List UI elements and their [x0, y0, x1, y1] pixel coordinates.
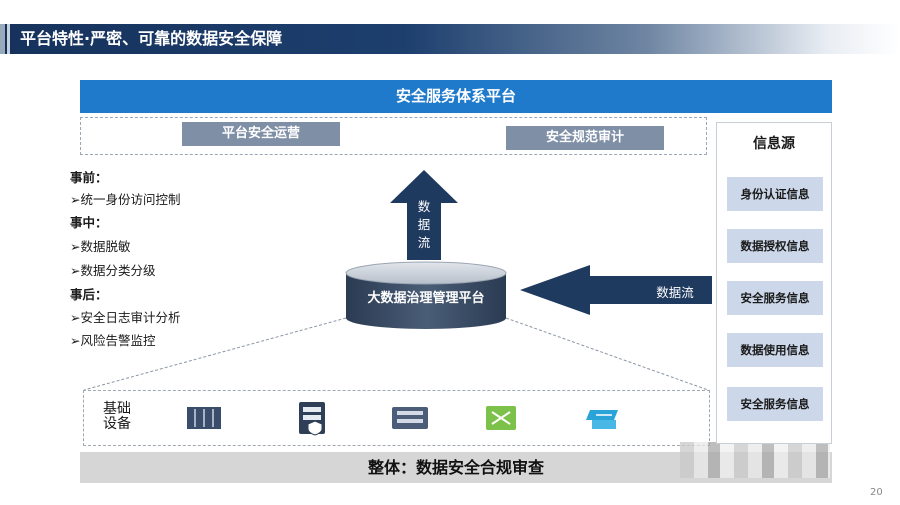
arrow-left-icon [520, 265, 712, 315]
title-accent-stripe [7, 24, 10, 54]
info-source-item: 安全服务信息 [727, 281, 823, 315]
blurred-watermark [680, 442, 830, 478]
cylinder-top [345, 261, 507, 285]
data-flow-right-label: 数据流 [656, 285, 694, 300]
list-item: ➢安全日志审计分析 [70, 310, 181, 325]
server-rack-icon [187, 407, 221, 429]
security-server-icon [299, 402, 325, 436]
fan-line-right [505, 317, 709, 391]
governance-platform-label: 大数据治理管理平台 [367, 291, 485, 306]
firewall-icon [586, 410, 618, 429]
data-flow-text: 数据流 [417, 199, 431, 250]
info-source-item: 数据授权信息 [727, 229, 823, 263]
list-item: ➢数据脱敏 [70, 239, 131, 254]
info-source-item: 身份认证信息 [727, 177, 823, 211]
page-title: 平台特性·严密、可靠的数据安全保障 [20, 29, 283, 48]
platform-ops-tag: 平台安全运营 [182, 122, 340, 146]
after-heading: 事后： [70, 287, 108, 302]
platform-cylinder [346, 273, 506, 329]
operations-region [80, 117, 707, 155]
fan-line-left [83, 317, 347, 391]
info-source-title: 信息源 [753, 136, 795, 152]
title-bar [0, 24, 900, 54]
page-number: 20 [870, 487, 883, 498]
platform-banner: 安全服务体系平台 [80, 80, 832, 113]
data-flow-up-label: 数据流 [411, 198, 437, 252]
during-heading: 事中： [70, 215, 108, 230]
network-switch-icon [392, 407, 428, 429]
list-item: ➢数据分类分级 [70, 263, 156, 278]
list-item: ➢风险告警监控 [70, 333, 156, 348]
arrow-up-icon [390, 170, 458, 260]
equipment-region [83, 390, 710, 446]
title-accent-stripe [0, 24, 5, 54]
info-source-item: 数据使用信息 [727, 333, 823, 367]
list-item: ➢统一身份访问控制 [70, 192, 181, 207]
audit-tag: 安全规范审计 [506, 126, 664, 150]
info-source-item: 安全服务信息 [727, 387, 823, 421]
before-heading: 事前： [70, 170, 108, 185]
router-icon [486, 406, 516, 430]
infrastructure-label: 基础设备 [103, 401, 131, 432]
